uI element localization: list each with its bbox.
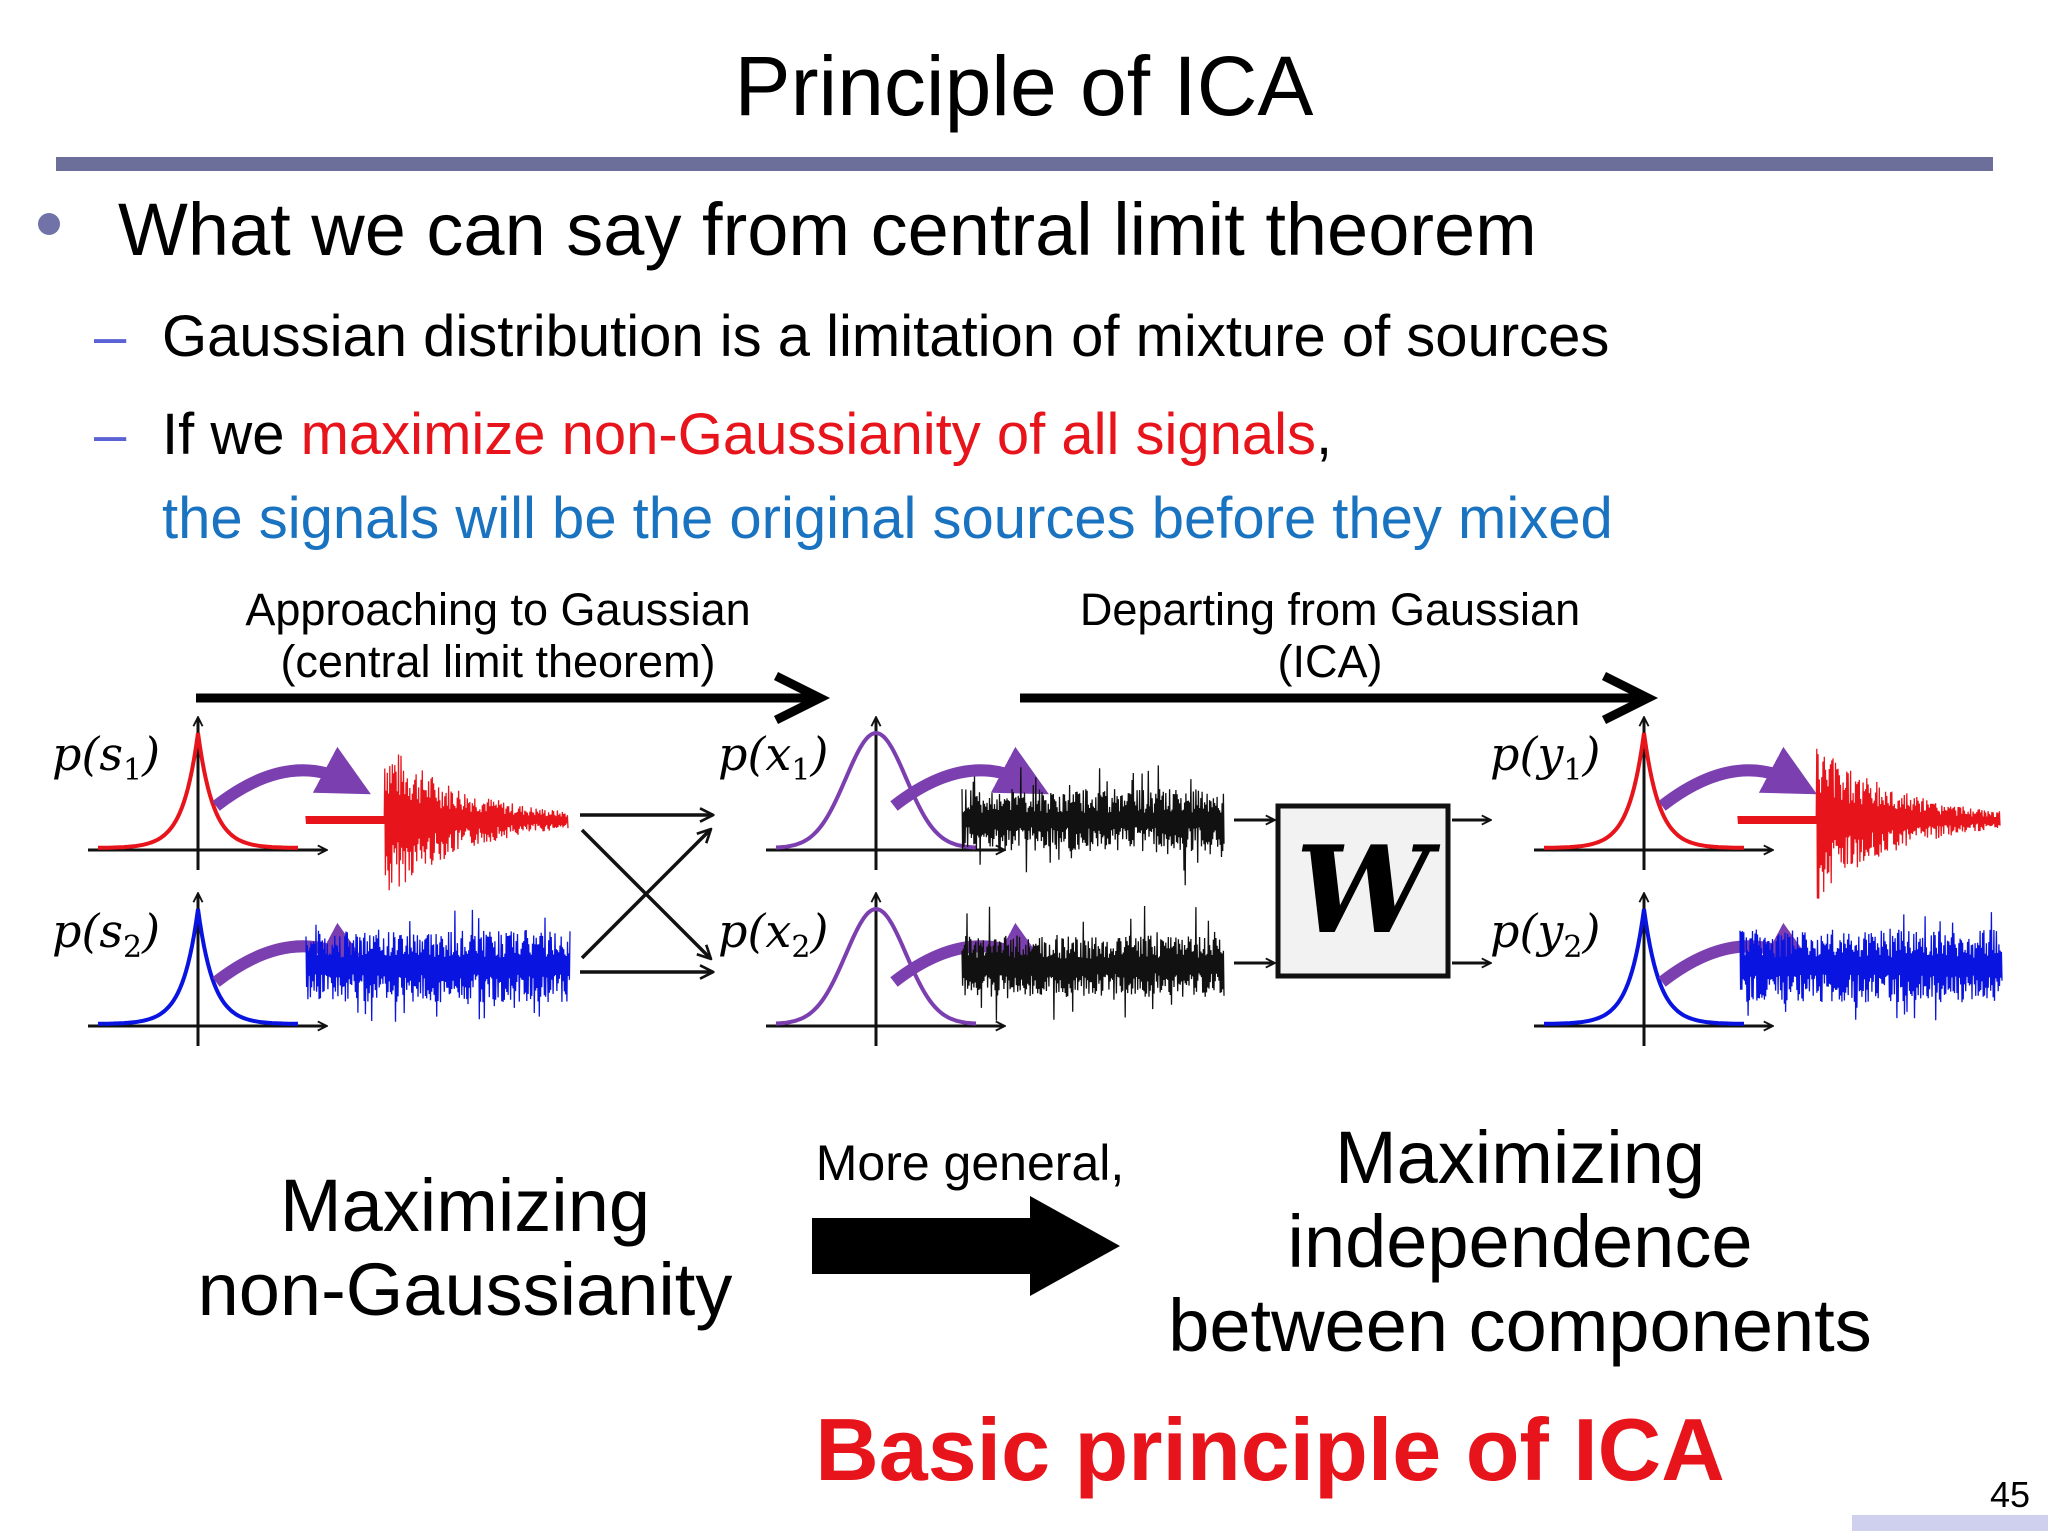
signal-waveform bbox=[1737, 748, 2001, 899]
depart-label-line2: (ICA) bbox=[1277, 636, 1383, 687]
page-number-bar bbox=[1852, 1515, 2048, 1531]
signal-waveform bbox=[305, 909, 571, 1022]
signal-waveform bbox=[961, 765, 1225, 886]
bullet-marker bbox=[38, 213, 60, 235]
sub-bullet-2-suffix: , bbox=[1316, 402, 1333, 467]
basic-principle-heading: Basic principle of ICA bbox=[815, 1400, 1725, 1499]
w-matrix-box bbox=[1275, 803, 1451, 979]
pdf-curve bbox=[1544, 732, 1744, 850]
bullet-text: What we can say from central limit theor… bbox=[118, 188, 1537, 271]
pdf-curve bbox=[775, 906, 977, 1026]
w-io-arrows bbox=[1234, 820, 1490, 963]
purple-curve-arrow bbox=[1658, 746, 1817, 811]
approach-label: Approaching to Gaussian (central limit t… bbox=[188, 584, 808, 688]
signal-waveform bbox=[1739, 912, 2003, 1021]
pdf-curve bbox=[1544, 908, 1744, 1026]
pdf-curve bbox=[775, 730, 977, 850]
signal-waveform bbox=[305, 754, 569, 891]
right-line3: between components bbox=[1168, 1284, 1872, 1367]
depart-arrow bbox=[1020, 671, 1659, 725]
sub-bullet-dash: – bbox=[94, 402, 127, 467]
pdf-curves bbox=[98, 730, 1744, 1026]
left-line1: Maximizing bbox=[279, 1164, 651, 1247]
purple-curve-arrow bbox=[212, 746, 371, 811]
depart-label: Departing from Gaussian (ICA) bbox=[1010, 584, 1650, 688]
sub-bullet-2-continuation: the signals will be the original sources… bbox=[162, 486, 1613, 551]
sub-bullet-dash: – bbox=[94, 304, 127, 369]
maximizing-independence: Maximizing independence between componen… bbox=[1100, 1116, 1940, 1368]
signal-waveform bbox=[961, 905, 1225, 1021]
purple-curve-arrow bbox=[1658, 922, 1817, 987]
more-general-label: More general, bbox=[815, 1135, 1125, 1191]
pdf-label-s2: p(s2) bbox=[52, 904, 161, 966]
approach-arrow bbox=[196, 671, 831, 725]
mixing-cross bbox=[580, 815, 712, 972]
pdf-label-x1: p(x1) bbox=[718, 727, 829, 789]
sub-bullet-1: Gaussian distribution is a limitation of… bbox=[162, 304, 1610, 369]
pdf-label-x2: p(x2) bbox=[718, 904, 829, 966]
sub-bullet-2-highlight: maximize non-Gaussianity of all signals bbox=[300, 402, 1317, 467]
generalization-arrow bbox=[812, 1196, 1120, 1296]
maximizing-non-gaussianity: Maximizing non-Gaussianity bbox=[140, 1164, 790, 1332]
purple-curve-arrow bbox=[890, 746, 1049, 811]
pdf-label-y1: p(y1) bbox=[1490, 727, 1601, 789]
pdf-label-s1: p(s1) bbox=[52, 727, 161, 789]
pdf-label-y2: p(y2) bbox=[1490, 904, 1601, 966]
title-rule bbox=[56, 157, 1993, 171]
pdf-curve bbox=[98, 908, 298, 1026]
right-line2: independence bbox=[1287, 1200, 1753, 1283]
purple-arrows bbox=[212, 746, 1817, 987]
approach-label-line1: Approaching to Gaussian bbox=[245, 584, 751, 635]
page-number: 45 bbox=[1989, 1474, 2030, 1515]
left-line2: non-Gaussianity bbox=[197, 1248, 733, 1331]
depart-label-line1: Departing from Gaussian bbox=[1079, 584, 1581, 635]
sub-bullet-2-prefix: If we bbox=[162, 402, 301, 467]
slide-title: Principle of ICA bbox=[734, 39, 1314, 133]
pdf-curve bbox=[98, 732, 298, 850]
sub-bullet-2: If we maximize non-Gaussianity of all si… bbox=[162, 400, 1332, 470]
right-line1: Maximizing bbox=[1334, 1116, 1706, 1199]
signal-waveforms bbox=[305, 748, 2003, 1022]
w-matrix-label: W bbox=[1295, 820, 1431, 961]
approach-label-line2: (central limit theorem) bbox=[280, 636, 716, 687]
